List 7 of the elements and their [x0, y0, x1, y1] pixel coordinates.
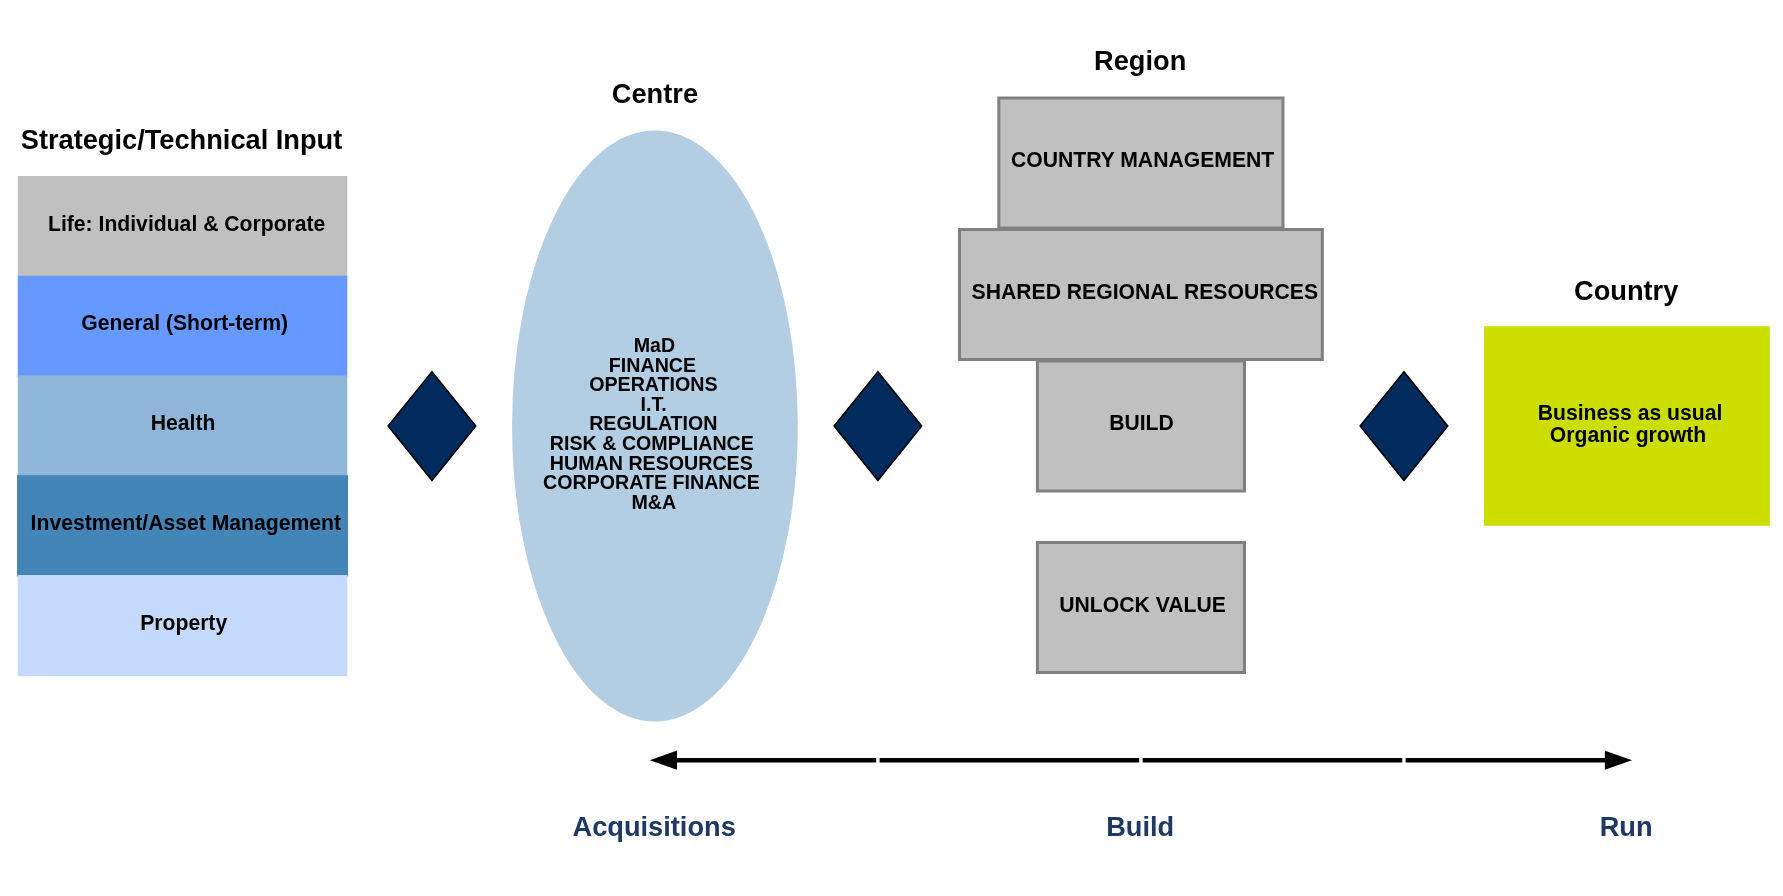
label: Build [1106, 811, 1175, 843]
label: Centre [611, 78, 699, 110]
label: Run [1599, 811, 1653, 843]
label: Country [1574, 274, 1679, 306]
label: Strategic/Technical Input [20, 123, 343, 155]
label: Region [1094, 44, 1187, 76]
label: Acquisitions [572, 811, 736, 843]
